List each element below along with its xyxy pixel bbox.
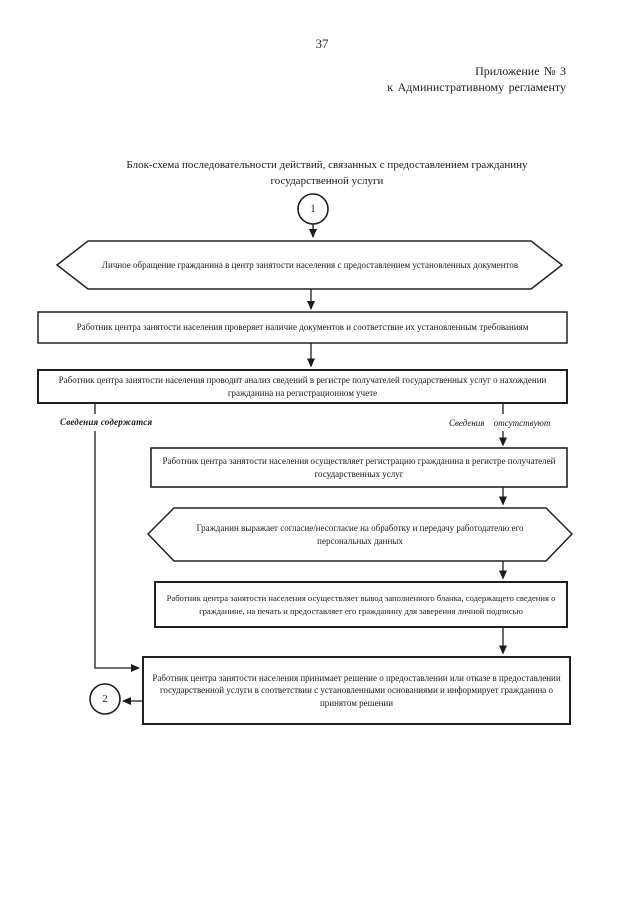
node-2-shape xyxy=(37,311,568,344)
node-7-shape xyxy=(142,656,571,725)
node-1-shape xyxy=(55,240,564,290)
title-line-1: Блок-схема последовательности действий, … xyxy=(126,159,528,171)
connector-circle-1 xyxy=(297,193,329,225)
connector-1-label: 1 xyxy=(310,203,316,215)
appendix-line-2: к Административному регламенту xyxy=(387,80,566,94)
appendix-note: Приложение № 3 к Административному регла… xyxy=(246,63,566,95)
branch-left-line-to-step7 xyxy=(94,431,140,672)
branch-label-data-exists: Сведения содержатся xyxy=(60,417,153,427)
page-number: 37 xyxy=(315,36,329,51)
node-1-text: Личное обращение гражданина в центр заня… xyxy=(101,259,519,270)
node-4-text: Работник центра занятости населения осущ… xyxy=(162,456,556,479)
node-4-shape xyxy=(150,447,568,488)
connector-2-label: 2 xyxy=(102,693,108,705)
node-6-shape xyxy=(154,581,568,628)
appendix-line-1: Приложение № 3 xyxy=(475,64,566,78)
node-2-text: Работник центра занятости населения пров… xyxy=(76,322,529,333)
node-3-text: Работник центра занятости населения пров… xyxy=(58,375,547,398)
node-5-shape xyxy=(146,507,574,562)
branch-label-data-absent: Сведения отсутствуют xyxy=(449,418,551,428)
document-title: Блок-схема последовательности действий, … xyxy=(7,158,640,189)
node-5-text: Гражданин выражает согласие/несогласие н… xyxy=(196,523,524,546)
title-line-2: государственной услуги xyxy=(270,174,384,187)
node-6-text: Работник центра занятости населения осущ… xyxy=(166,593,556,616)
node-3-shape xyxy=(37,369,568,404)
node-7-text: Работник центра занятости населения прин… xyxy=(152,672,561,708)
connector-circle-2 xyxy=(89,683,121,715)
